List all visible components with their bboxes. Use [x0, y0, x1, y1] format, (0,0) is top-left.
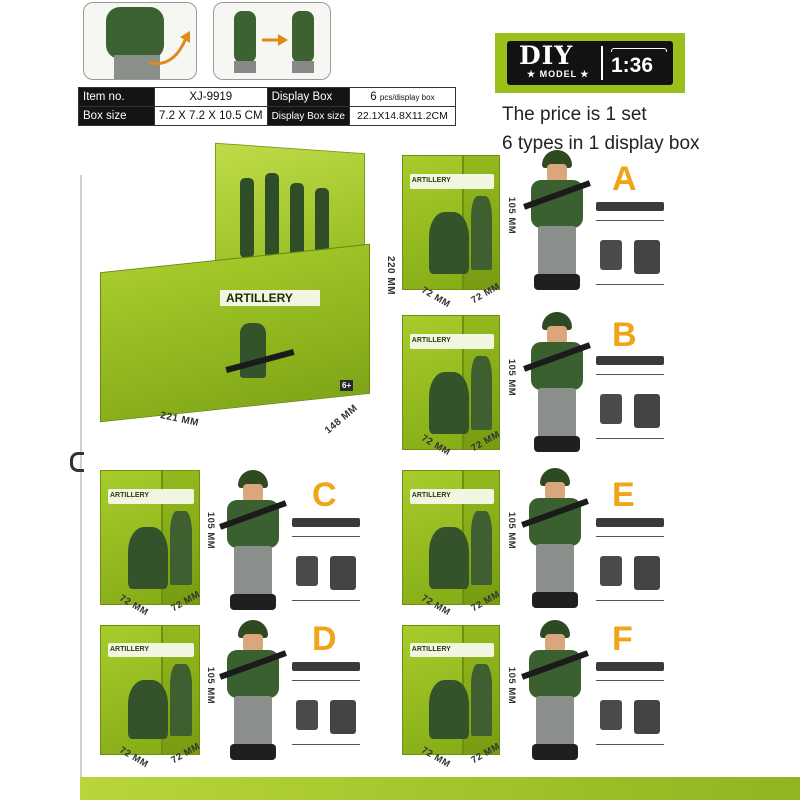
box-a-height-dim: 105 MM — [506, 196, 518, 235]
guide-line — [80, 175, 82, 780]
age-badge: 6+ — [340, 380, 354, 391]
rotation-arrow-icon — [148, 31, 190, 66]
display-box-size-value: 22.1X14.8X11.2CM — [348, 106, 456, 126]
item-no-value: XJ-9919 — [154, 87, 268, 107]
accessories-e — [596, 512, 666, 612]
table-row: Item no. XJ-9919 Display Box 6 pcs/displ… — [78, 87, 456, 107]
box-brand: ARTILLERY — [110, 645, 150, 653]
box-f-height-dim: 105 MM — [506, 666, 518, 705]
table-row: Box size 7.2 X 7.2 X 10.5 CM Display Box… — [78, 106, 456, 126]
badge-bracket — [611, 48, 667, 52]
box-brand: ARTILLERY — [411, 176, 451, 184]
box-c-height-dim: 105 MM — [205, 511, 217, 550]
product-box-f: ARTILLERY — [402, 625, 500, 755]
product-box-c: ARTILLERY — [100, 470, 200, 605]
variant-letter-b: B — [612, 316, 637, 354]
figure-a — [522, 150, 592, 290]
box-brand: ARTILLERY — [411, 491, 451, 499]
price-line: The price is 1 set — [502, 104, 647, 125]
figure-f — [520, 620, 590, 760]
item-no-label: Item no. — [78, 87, 155, 107]
figure-b — [522, 312, 592, 452]
figure-c — [218, 470, 288, 610]
display-box-size-label: Display Box size — [266, 106, 350, 126]
badge-scale-text: 1:36 — [611, 54, 654, 77]
display-box-brand: ARTILLERY — [226, 291, 293, 305]
box-count-line: 6 types in 1 display box — [502, 133, 700, 154]
box-brand: ARTILLERY — [110, 491, 150, 499]
accessory-swap-thumbnail — [213, 2, 331, 80]
display-height-dim: 220 MM — [385, 255, 397, 296]
display-box-brand-band — [220, 290, 320, 306]
accessories-b — [596, 350, 666, 450]
hang-hook-icon — [70, 452, 84, 472]
box-d-height-dim: 105 MM — [205, 666, 217, 705]
badge-model-text: ★ MODEL ★ — [527, 69, 590, 79]
diy-model-badge: DIY ★ MODEL ★ 1:36 — [495, 33, 685, 93]
spec-table: Item no. XJ-9919 Display Box 6 pcs/displ… — [78, 87, 456, 126]
product-box-d: ARTILLERY — [100, 625, 200, 755]
display-box-value: 6 pcs/display box — [348, 87, 456, 107]
bottom-green-stripe — [80, 777, 800, 800]
arrow-right-icon — [262, 34, 288, 46]
box-brand: ARTILLERY — [411, 336, 451, 344]
variant-letter-e: E — [612, 476, 635, 514]
badge-diy-text: DIY — [519, 41, 574, 70]
accessories-a — [596, 196, 666, 296]
variant-letter-a: A — [612, 160, 637, 198]
variant-letter-d: D — [312, 620, 337, 658]
box-size-value: 7.2 X 7.2 X 10.5 CM — [154, 106, 268, 126]
box-brand: ARTILLERY — [411, 645, 451, 653]
display-box-image: ARTILLERY 6+ — [100, 142, 380, 443]
display-box-label: Display Box — [266, 87, 350, 107]
accessories-c — [292, 512, 362, 612]
figure-e — [520, 468, 590, 608]
accessories-f — [596, 656, 666, 756]
articulation-thumbnail — [83, 2, 197, 80]
variant-letter-c: C — [312, 476, 337, 514]
product-box-a: ARTILLERY — [402, 155, 500, 290]
box-e-height-dim: 105 MM — [506, 511, 518, 550]
box-b-height-dim: 105 MM — [506, 358, 518, 397]
box-size-label: Box size — [78, 106, 155, 126]
variant-letter-f: F — [612, 620, 633, 658]
figure-d — [218, 620, 288, 760]
product-box-b: ARTILLERY — [402, 315, 500, 450]
accessories-d — [292, 656, 362, 756]
product-box-e: ARTILLERY — [402, 470, 500, 605]
badge-divider — [601, 46, 603, 80]
